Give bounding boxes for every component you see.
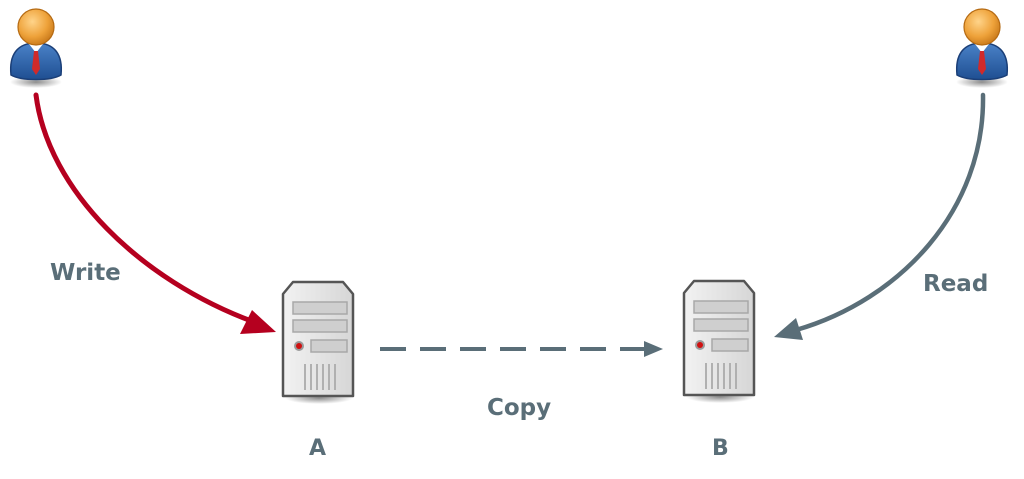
write-label: Write bbox=[50, 260, 121, 286]
copy-label: Copy bbox=[487, 395, 552, 421]
server-b-icon bbox=[682, 279, 756, 405]
user-left-icon bbox=[9, 8, 63, 89]
server-a-label: A bbox=[309, 436, 327, 461]
server-a-icon bbox=[281, 280, 355, 406]
read-label: Read bbox=[923, 271, 989, 297]
read-arrow bbox=[774, 92, 986, 340]
user-right-icon bbox=[955, 8, 1009, 89]
write-arrow bbox=[33, 92, 276, 334]
server-b-label: B bbox=[712, 436, 729, 461]
copy-arrow bbox=[380, 341, 663, 357]
